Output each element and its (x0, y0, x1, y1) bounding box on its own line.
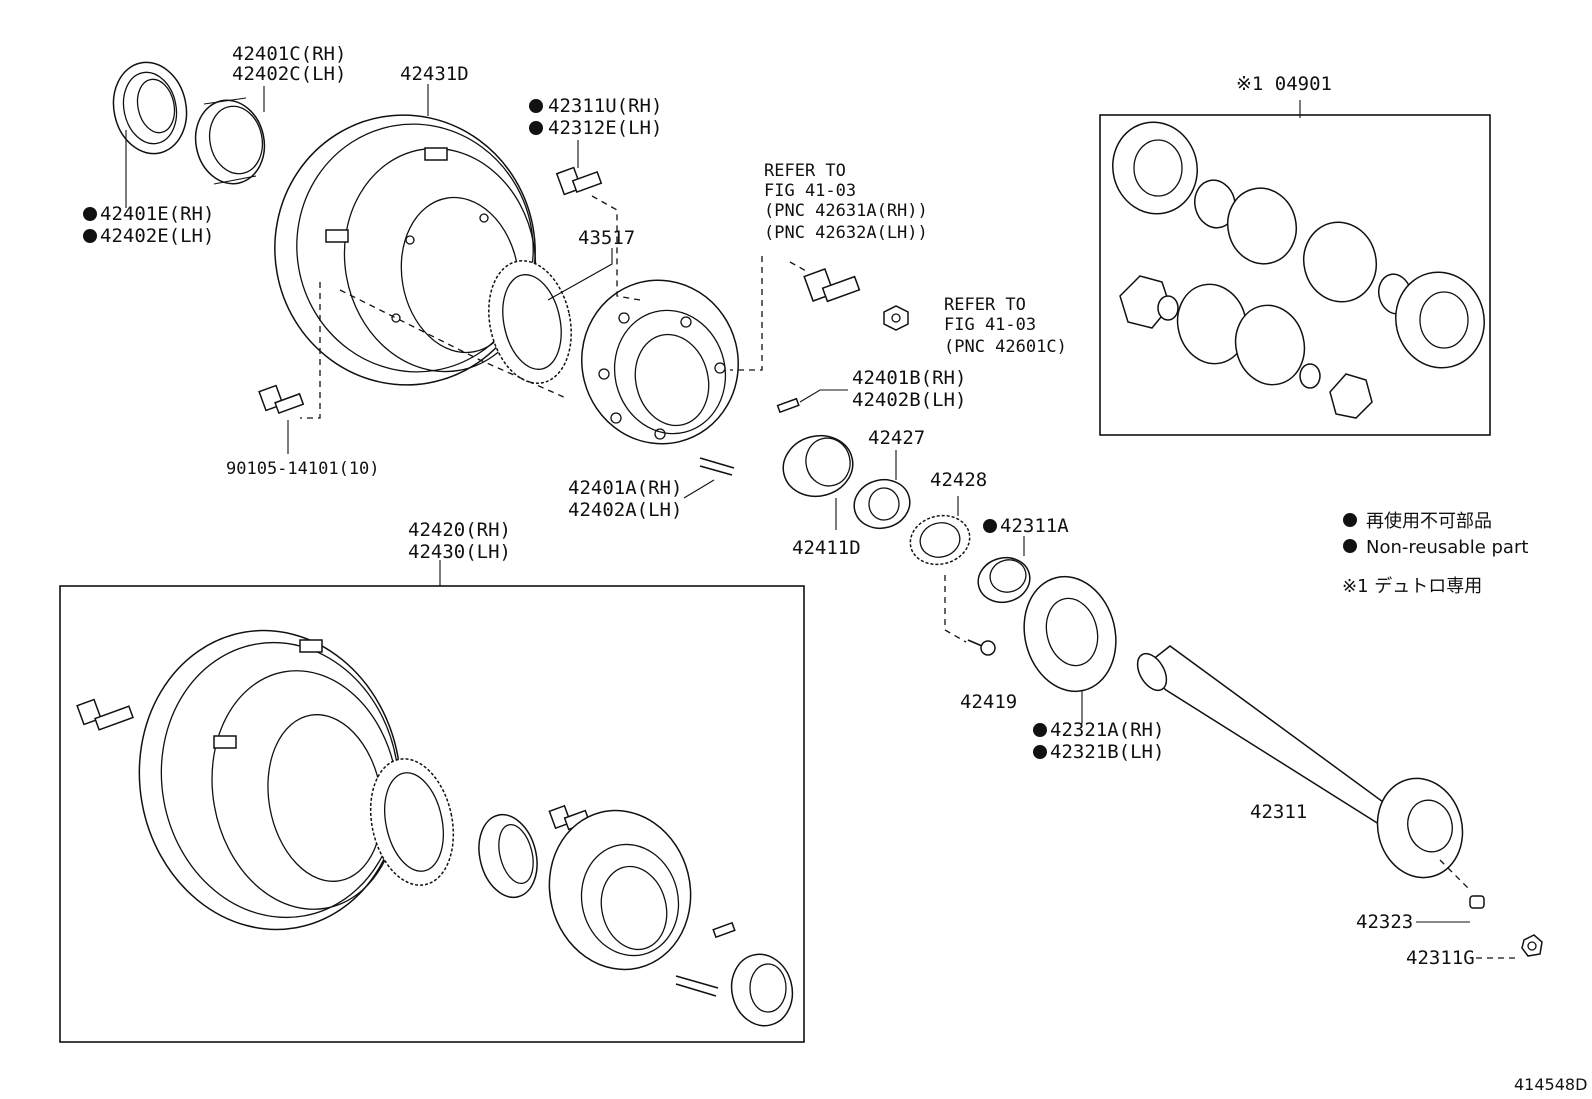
svg-text:42401C(RH): 42401C(RH) (232, 43, 346, 65)
screw-42419-drawing (967, 639, 996, 656)
svg-text:42402C(LH): 42402C(LH) (232, 63, 346, 85)
bearing-42411d-drawing (782, 434, 854, 498)
label-42402b-lh: 42402B(LH) (852, 389, 966, 411)
pin-42323-drawing (1469, 895, 1485, 909)
stud-lower-drawing (675, 975, 719, 997)
abs-rotor-lower-drawing (369, 758, 455, 886)
label-04901: ※1 04901 (1236, 73, 1332, 95)
label-42321b-lh: 42321B(LH) (1050, 741, 1164, 763)
label-42321a-rh: 42321A(RH) (1050, 719, 1164, 741)
legend-note-ja: ※1 デュトロ専用 (1342, 576, 1482, 597)
kit-04901-parts-drawing (1112, 121, 1485, 419)
label-refer1-line2: FIG 41-03 (764, 181, 856, 201)
legend-dot-ja (1343, 513, 1357, 527)
hub-lower-drawing (548, 809, 692, 971)
seal-42311a-drawing (977, 556, 1031, 604)
hub-nut-drawing (883, 305, 909, 331)
label-43517: 43517 (578, 227, 635, 249)
nut-42311g-drawing (1521, 934, 1543, 957)
legend-non-reusable-en: Non-reusable part (1366, 537, 1528, 558)
label-refer1-line3: (PNC 42631A(RH)) (764, 201, 928, 221)
label-42402a-lh: 42402A(LH) (568, 499, 682, 521)
bearing-lower-2-drawing (730, 953, 794, 1027)
label-refer2-line2: FIG 41-03 (944, 315, 1036, 335)
legend-dot-en (1343, 539, 1357, 553)
label-42402e-lh: 42402E(LH) (100, 225, 214, 247)
non-reusable-dot (529, 99, 543, 113)
bolt-lower-drawing (76, 698, 134, 731)
bearing-race-drawing (194, 97, 266, 185)
washer-42428-drawing (909, 514, 971, 566)
label-42401e-rh: 42401E(RH) (100, 203, 214, 225)
label-42431d: 42431D (400, 63, 469, 85)
pin-lower-drawing (712, 921, 736, 939)
legend-non-reusable-ja: 再使用不可部品 (1366, 511, 1492, 532)
label-42419: 42419 (960, 691, 1017, 713)
brake-drum-upper-drawing (274, 114, 537, 386)
label-42401c-rh: 42401C(RH) (232, 43, 346, 65)
locknut-42427-drawing (853, 478, 911, 530)
label-42323: 42323 (1356, 911, 1413, 933)
label-refer1-line4: (PNC 42632A(LH)) (764, 223, 928, 243)
hub-bolt-42401a-drawing (699, 457, 735, 476)
label-refer1-line1: REFER TO (764, 161, 846, 181)
hub-upper-drawing (581, 279, 739, 445)
bearing-lower-1-drawing (478, 813, 538, 899)
label-42311u-rh: 42311U(RH) (548, 95, 662, 117)
label-42401a-rh: 42401A(RH) (568, 477, 682, 499)
pin-42401b-drawing (776, 397, 800, 414)
label-42311a: 42311A (1000, 515, 1069, 537)
label-42428: 42428 (930, 469, 987, 491)
bolt-90105-drawing (258, 384, 305, 415)
label-refer2-line3: (PNC 42601C) (944, 337, 1067, 357)
label-42420-rh: 42420(RH) (408, 519, 511, 541)
kit-04901-box (1099, 114, 1491, 436)
non-reusable-dot (983, 519, 997, 533)
non-reusable-dot (83, 229, 97, 243)
outer-seal-drawing (112, 61, 188, 155)
hub-bolt-upper-drawing (555, 166, 603, 196)
wheel-stud-upper-drawing (803, 268, 861, 303)
non-reusable-dot (83, 207, 97, 221)
label-42401b-rh: 42401B(RH) (852, 367, 966, 389)
figure-code: 414548D (1514, 1075, 1587, 1094)
label-90105: 90105-14101(10) (226, 459, 380, 479)
non-reusable-dot (1033, 723, 1047, 737)
gasket-42321a-drawing (1023, 575, 1117, 693)
label-42411d: 42411D (792, 537, 861, 559)
axle-shaft-drawing (1136, 645, 1464, 879)
label-42312e-lh: 42312E(LH) (548, 117, 662, 139)
non-reusable-dot (529, 121, 543, 135)
non-reusable-dot (1033, 745, 1047, 759)
label-42427: 42427 (868, 427, 925, 449)
label-refer2-line1: REFER TO (944, 295, 1026, 315)
assembly-42420-box (59, 585, 805, 1043)
label-42402c-lh: 42402C(LH) (232, 63, 346, 85)
hub-bolt-lower-drawing (548, 804, 591, 831)
abs-rotor-upper-drawing (488, 260, 572, 384)
legend: 再使用不可部品 Non-reusable part ※1 デュトロ専用 (1342, 511, 1528, 597)
label-42430-lh: 42430(LH) (408, 541, 511, 563)
label-42311g: 42311G (1406, 947, 1475, 969)
label-42311: 42311 (1250, 801, 1307, 823)
